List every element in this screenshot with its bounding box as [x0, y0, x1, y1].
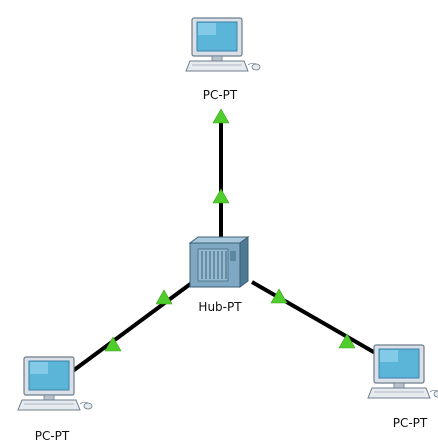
pc-left-node[interactable]: PC-PT — [17, 356, 93, 443]
link-light-left-pc-end — [104, 336, 122, 352]
hub-icon[interactable] — [189, 236, 249, 288]
hub-node[interactable]: Hub-PT — [189, 236, 249, 314]
cable-hub-to-pc-left[interactable] — [68, 280, 195, 375]
link-light-top-pc-end — [212, 108, 230, 124]
hub-label: Hub-PT — [198, 300, 242, 314]
link-light-right-hub-end — [270, 288, 288, 304]
cable-hub-to-pc-right[interactable] — [251, 280, 385, 360]
pc-right-node[interactable]: PC-PT — [367, 344, 438, 430]
link-light-right-pc-end — [338, 333, 356, 349]
link-light-left-hub-end — [155, 289, 173, 305]
pc-left-label: PC-PT — [35, 429, 70, 443]
pc-icon[interactable] — [185, 17, 261, 72]
pc-top-label: PC-PT — [203, 88, 238, 102]
pc-top-node[interactable]: PC-PT — [185, 17, 261, 102]
pc-icon[interactable] — [367, 344, 438, 399]
link-lights — [104, 108, 356, 352]
cables — [68, 120, 385, 375]
pc-right-label: PC-PT — [393, 416, 428, 430]
link-light-top-hub-end — [212, 188, 230, 204]
